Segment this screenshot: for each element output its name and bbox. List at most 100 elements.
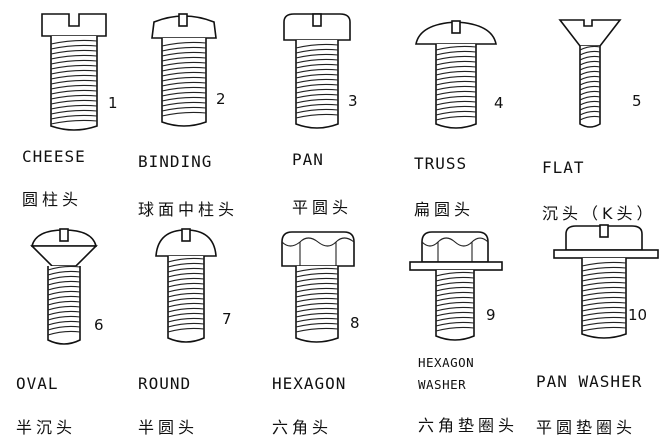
thread-line: [50, 49, 98, 55]
pan-washer-head-screw-icon: [553, 224, 659, 339]
screw-number: 5: [632, 92, 642, 110]
screw-name-en: TRUSS: [414, 154, 468, 173]
thread-line: [161, 86, 207, 92]
round-head-screw-icon: [155, 228, 217, 343]
thread-line: [295, 277, 339, 283]
thread-line: [295, 68, 339, 74]
thread-line: [295, 272, 339, 278]
thread-line: [581, 306, 627, 312]
thread-line: [161, 41, 207, 47]
thread-line: [581, 296, 627, 302]
screw-number: 10: [628, 306, 648, 324]
thread-line: [167, 292, 205, 298]
thread-line: [581, 321, 627, 327]
thread-line: [435, 80, 477, 86]
thread-line: [579, 115, 601, 121]
thread-line: [435, 90, 477, 96]
thread-line: [295, 322, 339, 328]
pan-head-screw-icon: [283, 13, 351, 129]
screw-number: 1: [108, 94, 118, 112]
thread-line: [435, 95, 477, 101]
screw-name-en: PAN: [292, 150, 324, 169]
thread-line: [579, 60, 601, 66]
thread-line: [167, 267, 205, 273]
screw-number: 6: [94, 316, 104, 334]
thread-line: [50, 114, 98, 120]
thread-line: [50, 44, 98, 50]
thread-line: [167, 262, 205, 268]
thread-line: [435, 105, 477, 111]
thread-line: [435, 110, 477, 116]
thread-line: [435, 85, 477, 91]
thread-line: [435, 286, 475, 292]
thread-line: [295, 297, 339, 303]
cheese-head-screw-icon: [41, 13, 107, 131]
thread-line: [435, 75, 477, 81]
thread-line: [295, 43, 339, 49]
screw-number: 4: [494, 94, 504, 112]
thread-line: [161, 66, 207, 72]
thread-line: [167, 312, 205, 318]
thread-line: [50, 84, 98, 90]
thread-line: [295, 292, 339, 298]
thread-line: [579, 105, 601, 111]
thread-line: [435, 306, 475, 312]
thread-line: [295, 108, 339, 114]
thread-line: [295, 312, 339, 318]
screw-name-zh: 圆柱头: [22, 190, 83, 209]
oval-head-screw-icon: [30, 228, 98, 345]
thread-line: [581, 301, 627, 307]
thread-line: [579, 45, 601, 51]
thread-line: [161, 91, 207, 97]
thread-line: [435, 276, 475, 282]
thread-line: [579, 55, 601, 61]
thread-line: [295, 267, 339, 273]
screw-name-zh: 半圆头: [138, 418, 199, 437]
thread-line: [50, 64, 98, 70]
thread-line: [435, 55, 477, 61]
binding-head-screw-icon: [151, 13, 217, 127]
thread-line: [47, 280, 81, 286]
thread-line: [579, 50, 601, 56]
thread-line: [167, 317, 205, 323]
thread-line: [50, 39, 98, 45]
thread-line: [167, 257, 205, 263]
thread-line: [435, 50, 477, 56]
screw-number: 3: [348, 92, 358, 110]
thread-line: [435, 326, 475, 332]
thread-line: [167, 302, 205, 308]
thread-line: [295, 88, 339, 94]
thread-line: [581, 291, 627, 297]
thread-line: [47, 270, 81, 276]
thread-line: [50, 89, 98, 95]
thread-line: [435, 115, 477, 121]
thread-line: [47, 275, 81, 281]
thread-line: [579, 90, 601, 96]
thread-line: [47, 295, 81, 301]
screw-name-en: ROUND: [138, 374, 192, 393]
thread-line: [295, 287, 339, 293]
thread-line: [47, 330, 81, 336]
thread-line: [295, 302, 339, 308]
screw-number: 7: [222, 310, 232, 328]
screw-name-zh: 扁圆头: [414, 200, 475, 219]
thread-line: [435, 291, 475, 297]
thread-line: [295, 327, 339, 333]
thread-line: [295, 103, 339, 109]
thread-line: [435, 296, 475, 302]
screw-name-zh: 平圆头: [292, 198, 353, 217]
thread-line: [50, 59, 98, 65]
thread-line: [50, 94, 98, 100]
thread-line: [47, 300, 81, 306]
screw-name-zh: 球面中柱头: [138, 200, 239, 219]
thread-line: [167, 282, 205, 288]
thread-line: [295, 307, 339, 313]
thread-line: [579, 70, 601, 76]
thread-line: [581, 286, 627, 292]
thread-line: [581, 261, 627, 267]
screw-name-en-line1: HEXAGON: [418, 355, 475, 370]
screw-number: 8: [350, 314, 360, 332]
thread-line: [167, 277, 205, 283]
thread-line: [161, 51, 207, 57]
thread-line: [579, 65, 601, 71]
